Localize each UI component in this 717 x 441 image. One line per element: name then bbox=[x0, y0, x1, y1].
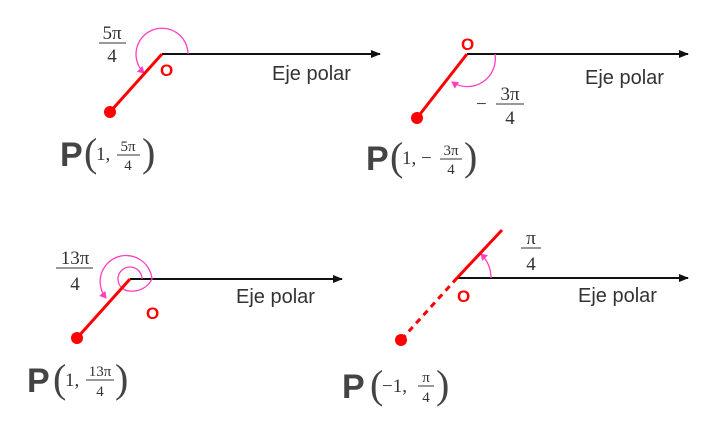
svg-text:): ) bbox=[142, 130, 155, 175]
angle-denominator: 4 bbox=[107, 46, 117, 67]
coord-r: 1, − bbox=[402, 148, 432, 169]
point-letter: P bbox=[366, 140, 389, 178]
polar-axis-label: Eje polar bbox=[585, 67, 664, 89]
coord-numerator: 5π bbox=[120, 139, 136, 155]
point-p-dot bbox=[411, 112, 423, 124]
svg-text:(: ( bbox=[53, 356, 66, 401]
coord-denominator: 4 bbox=[124, 158, 132, 174]
angle-numerator: 3π bbox=[500, 84, 520, 105]
coord-numerator: 13π bbox=[89, 364, 112, 380]
panel-pi-over-4-negative-r: O Eje polar π 4 P ( −1, π 4 ) bbox=[342, 228, 689, 407]
polar-axis-label: Eje polar bbox=[578, 285, 657, 307]
coord-denominator: 4 bbox=[96, 384, 104, 400]
origin-label: O bbox=[457, 287, 470, 306]
point-p-dot bbox=[395, 334, 407, 346]
coord-numerator: π bbox=[422, 370, 430, 386]
svg-text:(: ( bbox=[370, 362, 383, 407]
svg-text:(: ( bbox=[84, 130, 97, 175]
coord-r: 1, bbox=[65, 370, 79, 391]
angle-denominator: 4 bbox=[526, 254, 536, 275]
svg-text:(: ( bbox=[390, 134, 403, 179]
origin-label: O bbox=[160, 61, 173, 80]
angle-arc-icon bbox=[135, 27, 189, 74]
angle-denominator: 4 bbox=[70, 274, 80, 295]
origin-label: O bbox=[461, 35, 474, 54]
coord-denominator: 4 bbox=[447, 162, 455, 178]
point-letter: P bbox=[27, 362, 50, 400]
origin-label: O bbox=[146, 304, 159, 323]
svg-text:): ) bbox=[436, 362, 449, 407]
panel-5pi-over-4: O Eje polar 5π 4 P ( 1, 5π 4 ) bbox=[60, 23, 381, 175]
negative-radius-dashed-ray bbox=[399, 276, 459, 342]
angle-arc-icon bbox=[480, 253, 492, 279]
polar-axis-label: Eje polar bbox=[236, 286, 315, 308]
coord-denominator: 4 bbox=[422, 390, 430, 406]
panel-minus-3pi-over-4: O Eje polar − 3π 4 P ( 1, − 3π 4 ) bbox=[366, 35, 689, 179]
svg-text:): ) bbox=[115, 356, 128, 401]
angle-spiral-icon bbox=[99, 254, 153, 299]
angle-numerator: 5π bbox=[102, 23, 122, 44]
panel-13pi-over-4: O Eje polar 13π 4 P ( 1, 13π 4 ) bbox=[27, 248, 343, 401]
angle-numerator: 13π bbox=[61, 248, 90, 269]
svg-text:): ) bbox=[464, 134, 477, 179]
radius-ray bbox=[108, 52, 164, 114]
point-letter: P bbox=[342, 368, 365, 406]
polar-axis-label: Eje polar bbox=[272, 63, 351, 85]
angle-sign: − bbox=[476, 94, 487, 115]
angle-numerator: π bbox=[526, 228, 536, 249]
coord-r: 1, bbox=[96, 144, 110, 165]
radius-ray bbox=[415, 53, 469, 119]
point-p-dot bbox=[71, 332, 83, 344]
angle-ray bbox=[455, 228, 504, 280]
angle-denominator: 4 bbox=[505, 108, 515, 129]
coord-r: −1, bbox=[382, 376, 407, 397]
point-letter: P bbox=[60, 136, 83, 174]
angle-arc-icon bbox=[451, 53, 497, 89]
coord-numerator: 3π bbox=[443, 143, 459, 159]
point-p-dot bbox=[104, 106, 116, 118]
radius-ray bbox=[75, 277, 132, 340]
